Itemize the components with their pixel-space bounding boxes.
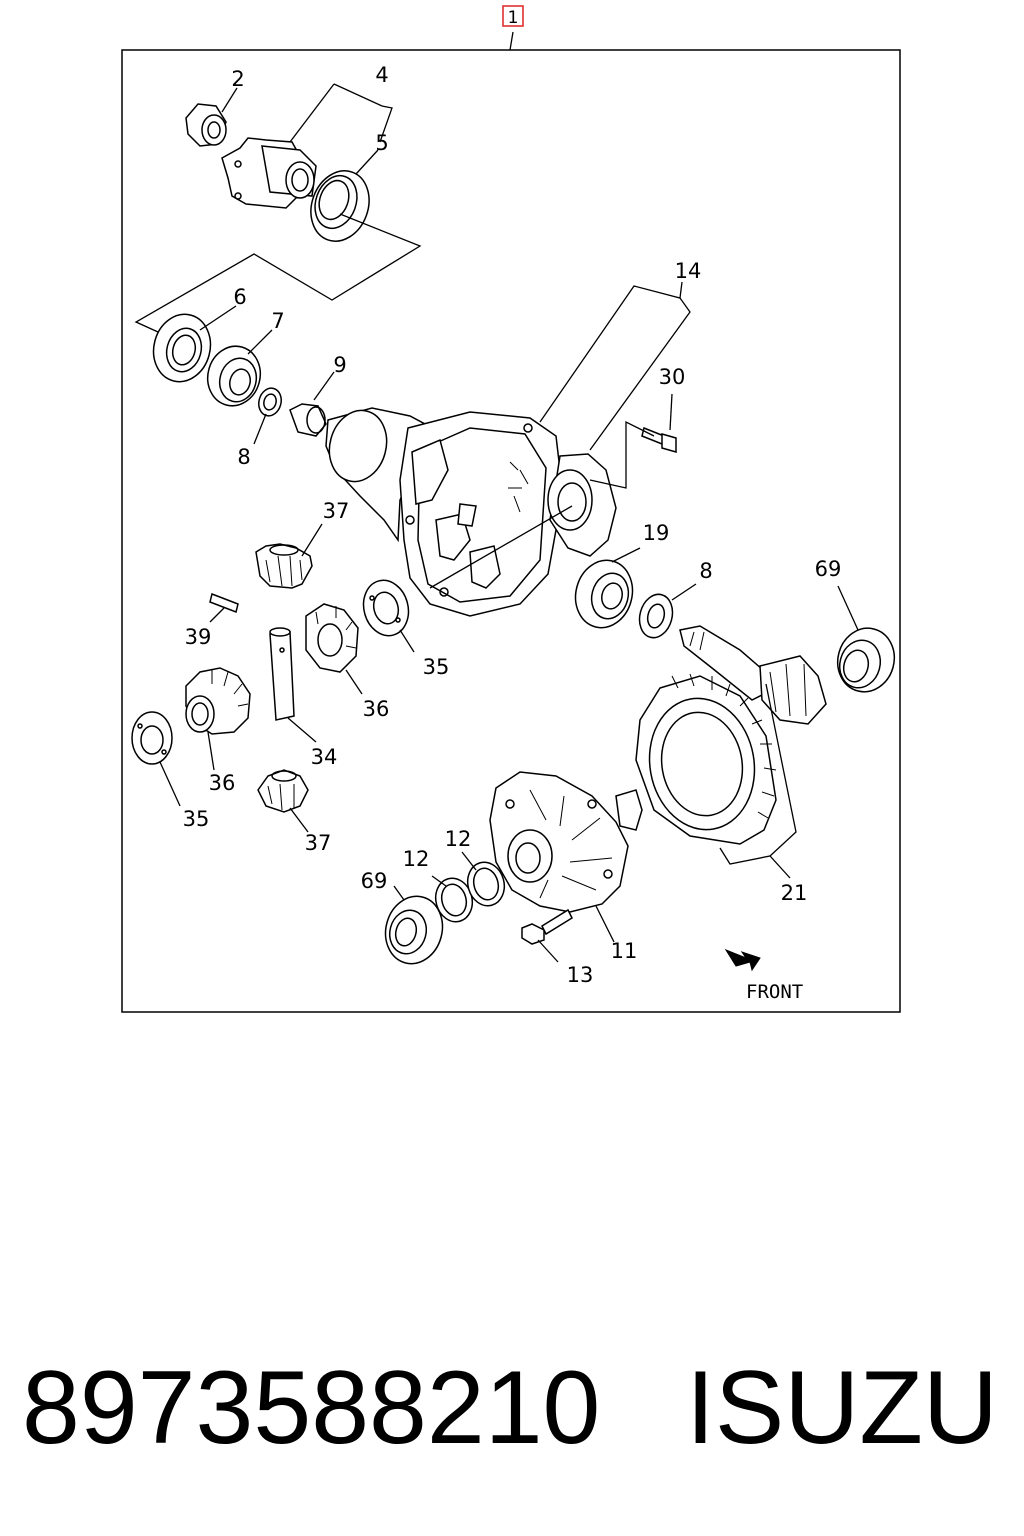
washer-part xyxy=(258,387,282,417)
flange-nut-part xyxy=(185,103,227,147)
callout-37-upper: 37 xyxy=(323,499,350,523)
diagram-frame xyxy=(121,49,901,1013)
part-number: 8973588210 xyxy=(22,1350,601,1466)
bolt-part xyxy=(641,426,677,453)
callout-2: 2 xyxy=(231,67,244,91)
oil-seal-part xyxy=(310,170,370,242)
callout-35-lower: 35 xyxy=(183,807,210,831)
side-shim-inner-part xyxy=(466,861,506,907)
pinion-gear-upper-part xyxy=(255,543,313,589)
side-gear-lower-part xyxy=(185,667,251,735)
callout-11: 11 xyxy=(611,939,638,963)
callout-14: 14 xyxy=(675,259,702,283)
leader-lines xyxy=(134,83,859,963)
callout-4: 4 xyxy=(375,63,388,87)
callout-12-upper: 12 xyxy=(445,827,472,851)
ring-gear-bolt-part xyxy=(521,908,573,945)
callout-37-lower: 37 xyxy=(305,831,332,855)
side-bearing-left-part xyxy=(384,895,444,965)
assembly-callout: 1 xyxy=(502,5,524,51)
thrust-washer-lower-part xyxy=(131,711,173,765)
callout-13: 13 xyxy=(567,963,594,987)
callout-21: 21 xyxy=(781,881,808,905)
thrust-washer-upper-part xyxy=(362,579,410,637)
front-label: FRONT xyxy=(746,981,803,1003)
pinion-gear-lower-part xyxy=(257,769,309,813)
assembly-callout-text: 1 xyxy=(508,8,519,28)
spacer-part xyxy=(289,403,327,437)
callout-8-lower: 8 xyxy=(699,559,712,583)
pinion-shaft-part xyxy=(269,627,295,721)
callout-36-upper: 36 xyxy=(363,697,390,721)
callout-35-upper: 35 xyxy=(423,655,450,679)
callout-5: 5 xyxy=(375,131,388,155)
callout-69-left: 69 xyxy=(361,869,388,893)
side-bearing-right-part xyxy=(836,627,896,693)
callout-9: 9 xyxy=(333,353,346,377)
pinion-and-ring-gear-part xyxy=(635,625,827,845)
callout-39: 39 xyxy=(185,625,212,649)
callout-6: 6 xyxy=(233,285,246,309)
callout-7: 7 xyxy=(271,309,284,333)
callout-34: 34 xyxy=(311,745,338,769)
front-bearing-part xyxy=(206,345,262,407)
companion-flange-part xyxy=(221,137,317,209)
brand-name: ISUZU xyxy=(686,1350,998,1466)
front-direction-arrow xyxy=(724,948,761,972)
callout-19: 19 xyxy=(643,521,670,545)
pinion-shim-part xyxy=(638,593,674,639)
seal-ring-part xyxy=(152,313,212,383)
callout-labels: 2 4 5 6 7 9 8 14 30 37 19 8 69 39 35 36 … xyxy=(183,63,842,987)
side-gear-upper-part xyxy=(305,603,359,673)
exploded-parts-diagram: 1 xyxy=(121,5,901,1013)
callout-30: 30 xyxy=(659,365,686,389)
differential-carrier-part xyxy=(325,407,617,617)
callout-69-right: 69 xyxy=(815,557,842,581)
lock-pin-part xyxy=(209,592,239,614)
callout-12-lower: 12 xyxy=(403,847,430,871)
differential-case-part xyxy=(489,771,643,913)
callout-8-upper: 8 xyxy=(237,445,250,469)
callout-36-lower: 36 xyxy=(209,771,236,795)
rear-bearing-part xyxy=(574,559,634,629)
